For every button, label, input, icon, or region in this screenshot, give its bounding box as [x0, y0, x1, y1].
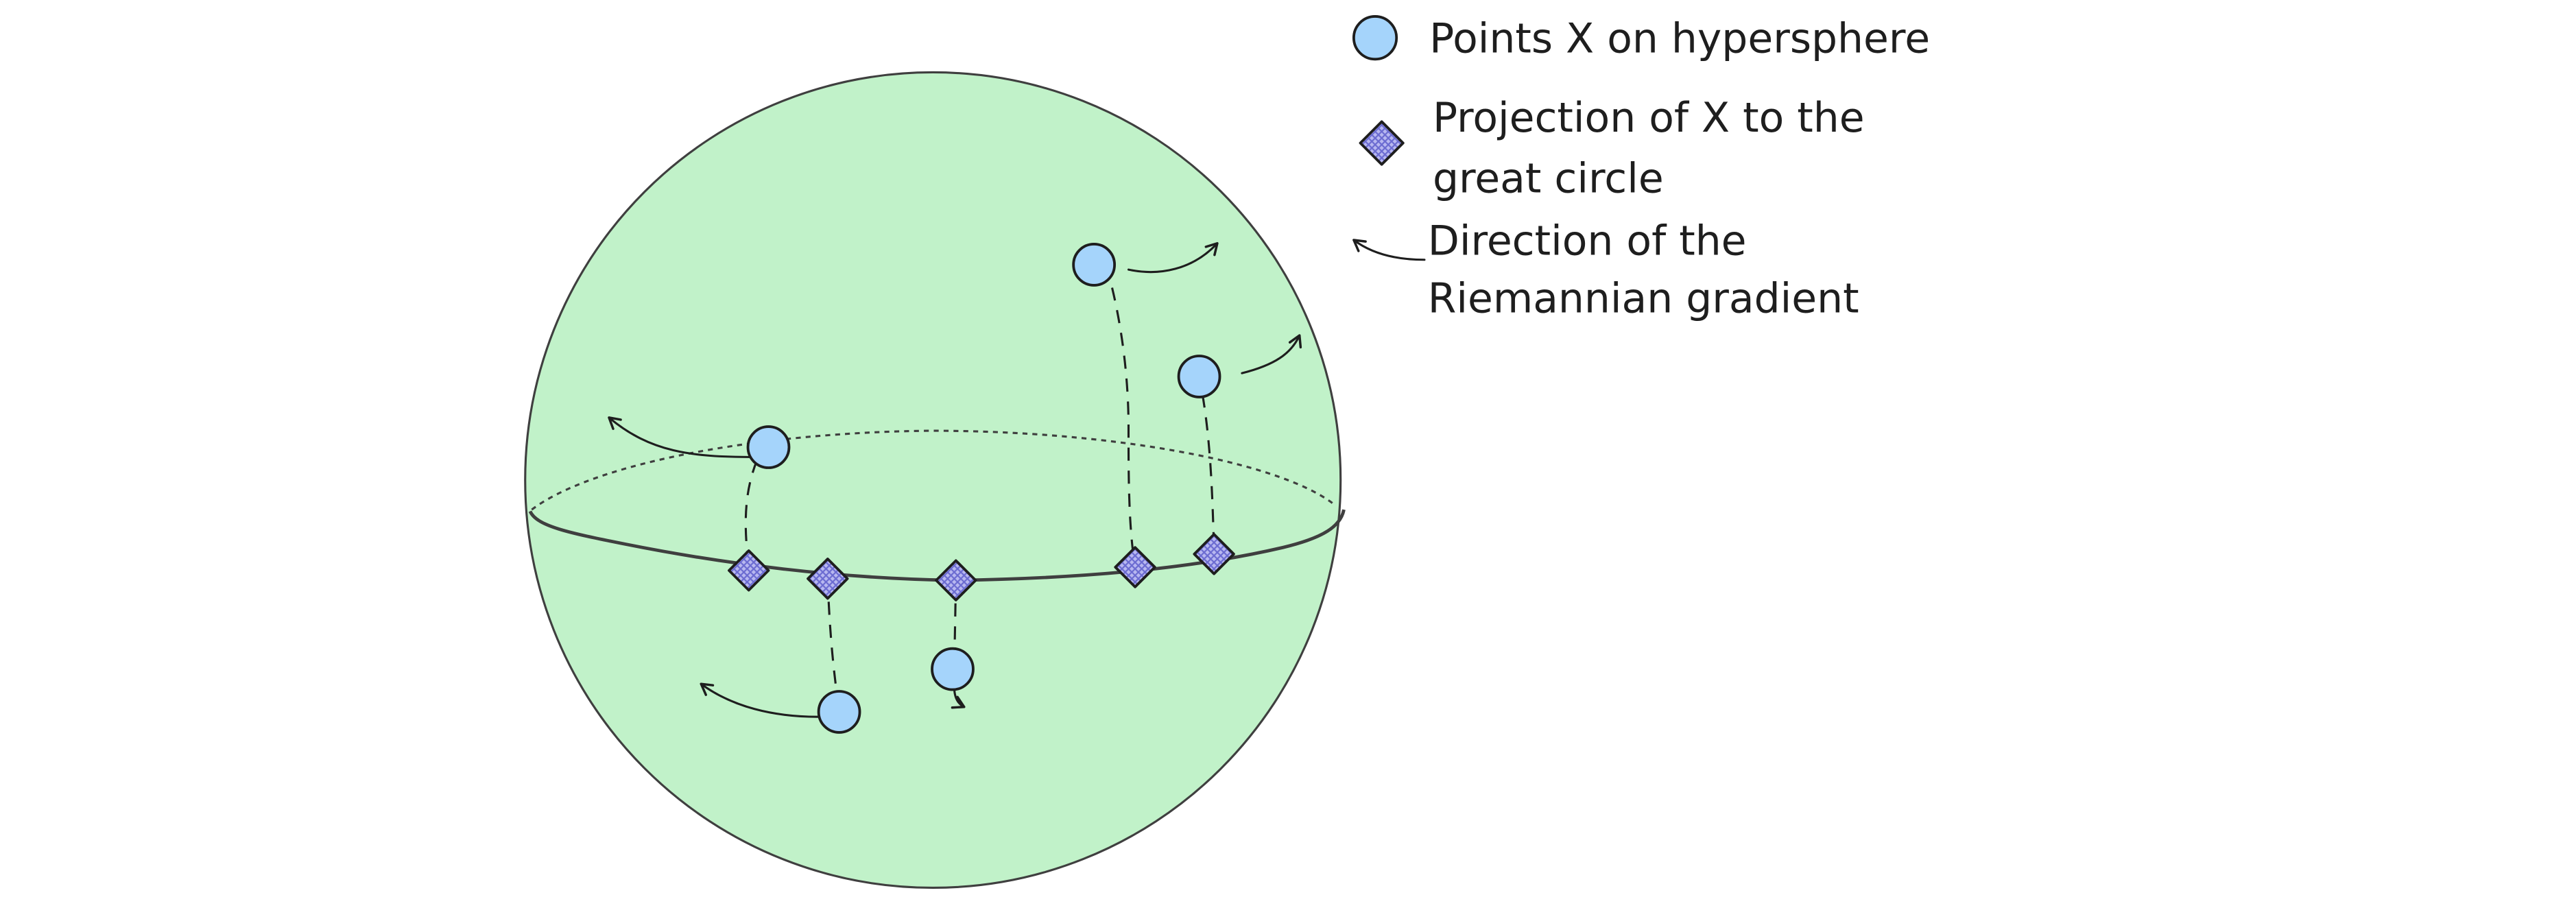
legend: Points X on hypersphere Projection of X … — [1352, 15, 1930, 322]
circle-icon — [1352, 15, 1398, 61]
legend-item-points: Points X on hypersphere — [1352, 15, 1930, 63]
hatched-diamond-icon — [1359, 120, 1405, 166]
point-x — [931, 647, 975, 691]
legend-points-label: Points X on hypersphere — [1429, 15, 1930, 63]
projection-markers — [728, 533, 1235, 601]
point-x — [1072, 243, 1117, 287]
gradient-arrow — [700, 682, 819, 718]
gradient-arrow — [608, 416, 755, 458]
projection-diamond — [1193, 533, 1235, 575]
curved-arrow-icon — [1352, 239, 1426, 261]
hypersphere-points — [746, 243, 1221, 734]
point-x — [1177, 355, 1221, 398]
legend-projection-label-line2: great circle — [1433, 154, 1664, 202]
legend-gradient-label-line2: Riemannian gradient — [1428, 274, 1859, 322]
hypersphere — [524, 71, 1346, 890]
legend-item-gradient: Direction of the Riemannian gradient — [1352, 217, 1859, 322]
legend-item-projection: Projection of X to the great circle — [1359, 94, 1865, 202]
legend-projection-label-line1: Projection of X to the — [1433, 94, 1865, 142]
gradient-arrows — [608, 242, 1302, 718]
projection-line — [1201, 394, 1215, 551]
projection-diamond — [728, 549, 770, 592]
gradient-arrow — [1241, 334, 1302, 374]
gradient-arrow — [1127, 242, 1219, 274]
projection-diamond — [807, 558, 849, 600]
projection-diamond — [935, 559, 977, 601]
projection-diamond — [1114, 546, 1156, 588]
point-x — [746, 425, 791, 469]
projection-line — [1110, 287, 1136, 568]
legend-gradient-label-line1: Direction of the — [1428, 217, 1747, 265]
sphere-body — [524, 71, 1342, 890]
point-x — [817, 690, 861, 734]
